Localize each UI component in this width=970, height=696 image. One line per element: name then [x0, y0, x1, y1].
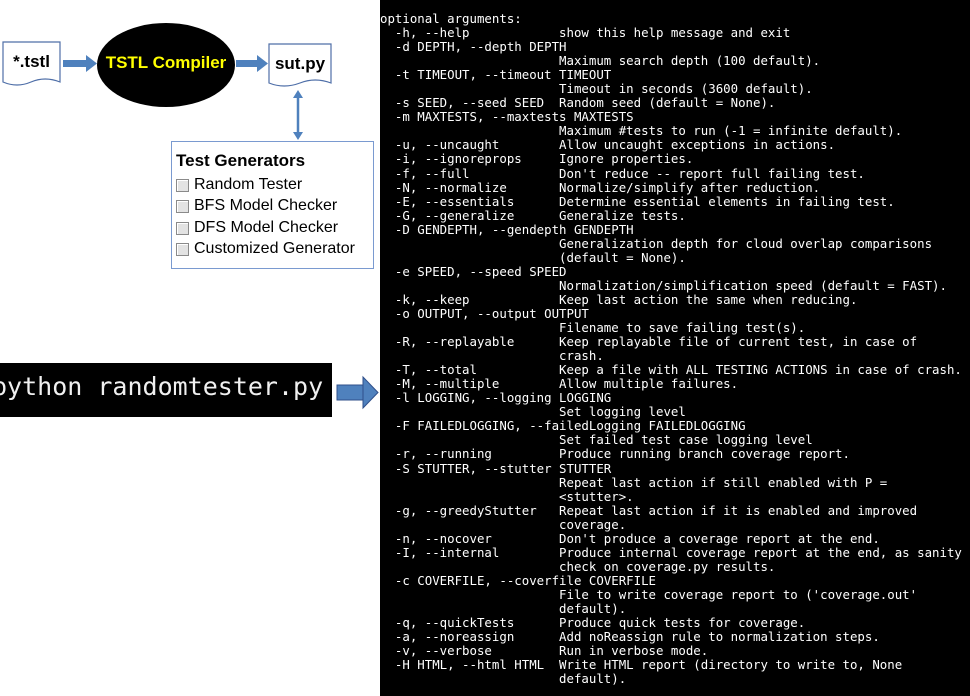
help-line: Set logging level	[380, 404, 686, 420]
help-line: Maximum #tests to run (-1 = infinite def…	[380, 123, 903, 139]
generator-item-custom[interactable]: Customized Generator	[176, 239, 355, 259]
help-line: Repeat last action if still enabled with…	[380, 474, 888, 490]
checkbox-icon[interactable]	[176, 178, 189, 192]
help-line: Filename to save failing test(s).	[380, 320, 806, 336]
help-line: -i, --ignoreprops Ignore properties.	[380, 151, 694, 167]
help-line: Timeout in seconds (3600 default).	[380, 81, 813, 97]
checkbox-icon[interactable]	[176, 221, 189, 235]
help-line: Set failed test case logging level	[380, 432, 813, 448]
terminal-help-output: optional arguments: -h, --help show this…	[380, 0, 970, 696]
help-line: -S STUTTER, --stutter STUTTER	[380, 460, 612, 476]
generator-item-bfs[interactable]: BFS Model Checker	[176, 196, 337, 216]
tstl-document-shape	[2, 41, 61, 86]
help-line: default).	[380, 600, 627, 616]
help-line: -l LOGGING, --logging LOGGING	[380, 390, 612, 406]
help-line: -h, --help show this help message and ex…	[380, 25, 791, 41]
help-line: Normalization/simplification speed (defa…	[380, 277, 947, 293]
tstl-compiler-node: TSTL Compiler	[97, 23, 235, 107]
checkbox-icon[interactable]	[176, 242, 189, 256]
help-line: -m MAXTESTS, --maxtests MAXTESTS	[380, 109, 634, 125]
help-line: -I, --internal Produce internal coverage…	[380, 544, 962, 560]
help-line: -k, --keep Keep last action the same whe…	[380, 291, 858, 307]
sut-document-shape	[268, 43, 332, 87]
help-line: -E, --essentials Determine essential ele…	[380, 193, 895, 209]
generator-item-label: DFS Model Checker	[194, 219, 339, 236]
help-text: optional arguments: -h, --help show this…	[380, 11, 962, 687]
checkbox-icon[interactable]	[176, 199, 189, 213]
help-line: -F FAILEDLOGGING, --failedLogging FAILED…	[380, 418, 746, 434]
help-line: -c COVERFILE, --coverfile COVERFILE	[380, 572, 657, 588]
help-line: -u, --uncaught Allow uncaught exceptions…	[380, 137, 836, 153]
help-line: Maximum search depth (100 default).	[380, 53, 821, 69]
generator-item-dfs[interactable]: DFS Model Checker	[176, 218, 338, 238]
command-text: python randomtester.py	[0, 372, 324, 401]
test-generators-panel: Test Generators Random Tester BFS Model …	[171, 141, 374, 269]
arrow-sut-generators	[293, 90, 303, 140]
tstl-file-label: *.tstl	[13, 52, 50, 71]
arrow-to-compiler	[63, 55, 97, 72]
sut-file: sut.py	[269, 44, 331, 84]
generator-item-label: BFS Model Checker	[194, 197, 338, 214]
help-line: -f, --full Don't reduce -- report full f…	[380, 165, 865, 181]
help-line: -t TIMEOUT, --timeout TIMEOUT	[380, 67, 612, 83]
arrow-to-sut	[236, 55, 268, 72]
sut-file-label: sut.py	[274, 54, 326, 73]
help-line: -N, --normalize Normalize/simplify after…	[380, 179, 821, 195]
help-line: -D GENDEPTH, --gendepth GENDEPTH	[380, 221, 634, 237]
help-line: -M, --multiple Allow multiple failures.	[380, 376, 739, 392]
help-line: -o OUTPUT, --output OUTPUT	[380, 305, 589, 321]
help-line: optional arguments:	[380, 11, 522, 26]
help-line: -g, --greedyStutter Repeat last action i…	[380, 502, 918, 518]
command-line-bar: python randomtester.py	[0, 363, 332, 417]
help-line: crash.	[380, 348, 604, 364]
help-line: -e SPEED, --speed SPEED	[380, 263, 567, 279]
help-line: -v, --verbose Run in verbose mode.	[380, 643, 709, 659]
help-line: check on coverage.py results.	[380, 558, 776, 574]
generator-item-random-tester[interactable]: Random Tester	[176, 175, 302, 195]
help-line: -G, --generalize Generalize tests.	[380, 207, 686, 223]
generator-item-label: Customized Generator	[194, 240, 355, 257]
help-line: -s SEED, --seed SEED Random seed (defaul…	[380, 95, 776, 111]
help-line: Generalization depth for cloud overlap c…	[380, 235, 933, 251]
help-line: default).	[380, 671, 627, 687]
flow-diagram	[2, 41, 379, 410]
help-line: -T, --total Keep a file with ALL TESTING…	[380, 362, 962, 378]
help-line: -r, --running Produce running branch cov…	[380, 446, 850, 462]
help-line: -R, --replayable Keep replayable file of…	[380, 334, 918, 350]
help-line: <stutter>.	[380, 488, 634, 504]
help-line: -d DEPTH, --depth DEPTH	[380, 39, 567, 55]
help-line: -H HTML, --html HTML Write HTML report (…	[380, 657, 903, 673]
tstl-file: *.tstl	[3, 42, 60, 82]
help-line: coverage.	[380, 516, 627, 532]
test-generators-title: Test Generators	[176, 151, 306, 170]
help-line: File to write coverage report to ('cover…	[380, 586, 918, 602]
help-line: -q, --quickTests Produce quick tests for…	[380, 615, 806, 631]
help-line: -a, --noreassign Add noReassign rule to …	[380, 629, 880, 645]
tstl-compiler-label: TSTL Compiler	[105, 53, 227, 72]
generator-item-label: Random Tester	[194, 176, 303, 193]
help-line: -n, --nocover Don't produce a coverage r…	[380, 530, 880, 546]
arrow-to-terminal	[336, 375, 379, 410]
help-line: (default = None).	[380, 249, 686, 265]
